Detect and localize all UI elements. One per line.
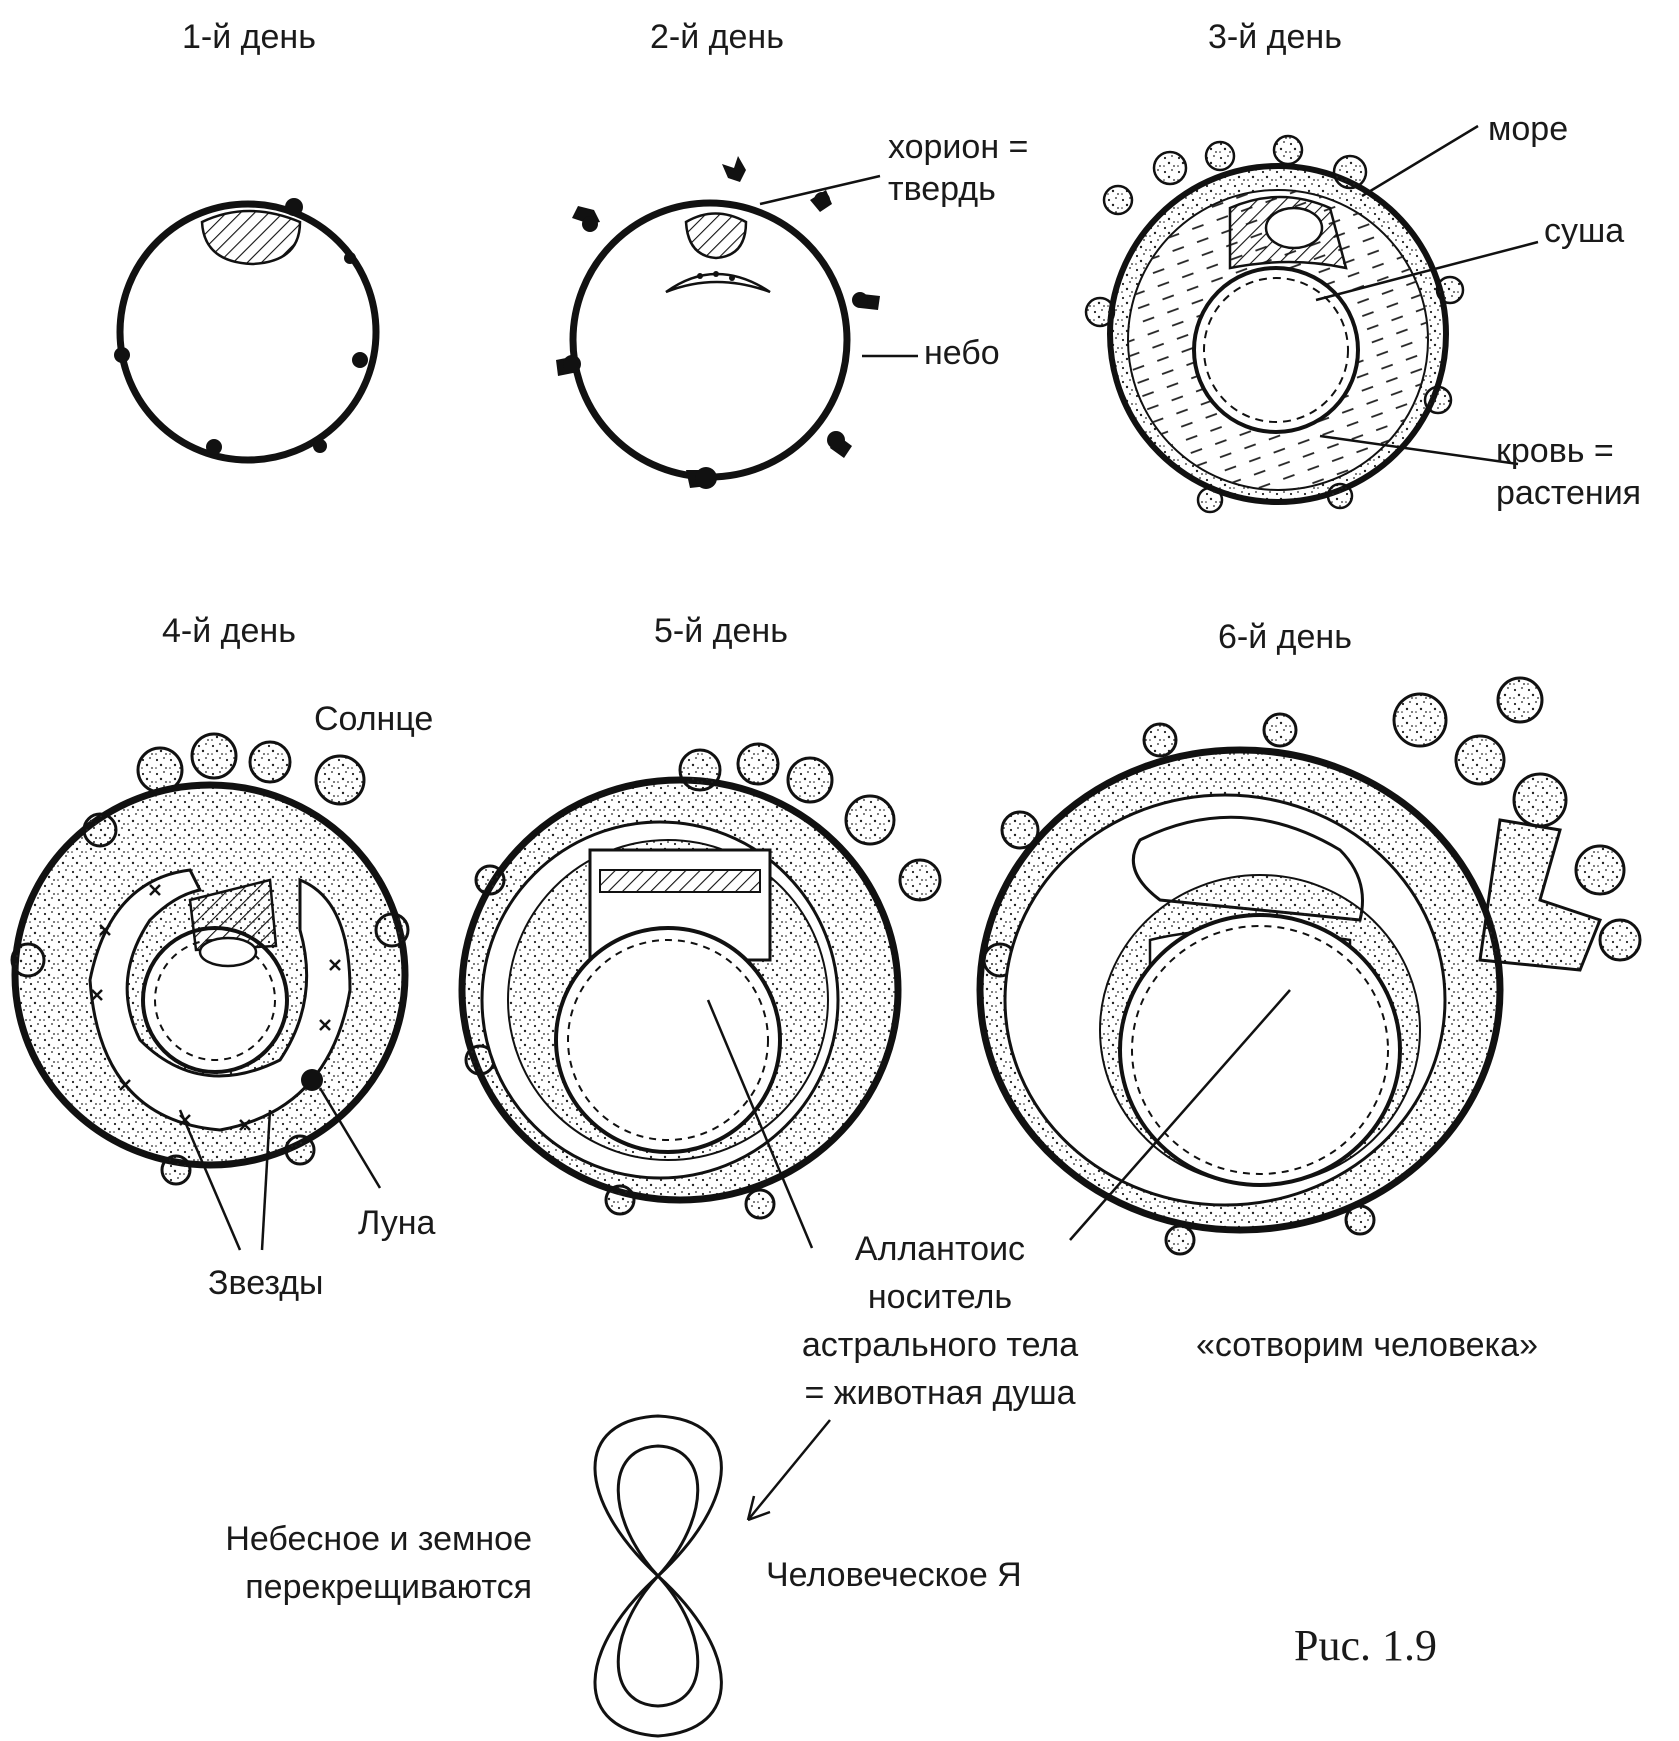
day5-title: 5-й день <box>654 612 788 651</box>
day4-title: 4-й день <box>162 612 296 651</box>
day5-embryo <box>462 744 940 1248</box>
day6-title: 6-й день <box>1218 618 1352 657</box>
sea-label: море <box>1488 110 1568 149</box>
sun-label: Солнце <box>314 700 433 739</box>
blood-label-line2: растения <box>1496 474 1641 513</box>
sky-label: небо <box>924 334 1000 373</box>
blood-label-line1: кровь = <box>1496 432 1614 471</box>
day2-embryo <box>556 156 880 489</box>
day2-title: 2-й день <box>650 18 784 57</box>
day4-embryo <box>12 734 408 1250</box>
human-i-label: Человеческое Я <box>766 1556 1022 1595</box>
day1-embryo <box>114 198 376 460</box>
land-label: суша <box>1544 212 1624 251</box>
chorion-label-line1: хорион = <box>888 128 1028 167</box>
heaven-earth-label-line2: перекрещиваются <box>120 1568 532 1607</box>
figure-eight-diagram <box>595 1416 721 1736</box>
allantois-label-line2: носитель <box>760 1278 1120 1317</box>
allantois-label-line3: астрального тела <box>740 1326 1140 1365</box>
moon-label: Луна <box>358 1204 435 1243</box>
chorion-label-line2: твердь <box>888 170 996 209</box>
heaven-earth-label-line1: Небесное и земное <box>120 1520 532 1559</box>
figure-caption: Рuс. 1.9 <box>1294 1620 1437 1671</box>
allantois-label-line1: Аллантоис <box>760 1230 1120 1269</box>
day3-embryo <box>1086 136 1463 512</box>
make-man-label: «сотворим человека» <box>1196 1326 1538 1365</box>
day1-title: 1-й день <box>182 18 316 57</box>
arrow-to-figure-eight <box>748 1420 830 1520</box>
day3-title: 3-й день <box>1208 18 1342 57</box>
stars-label: Звезды <box>208 1264 324 1303</box>
day6-embryo <box>980 678 1640 1254</box>
allantois-label-line4: = животная душа <box>740 1374 1140 1413</box>
